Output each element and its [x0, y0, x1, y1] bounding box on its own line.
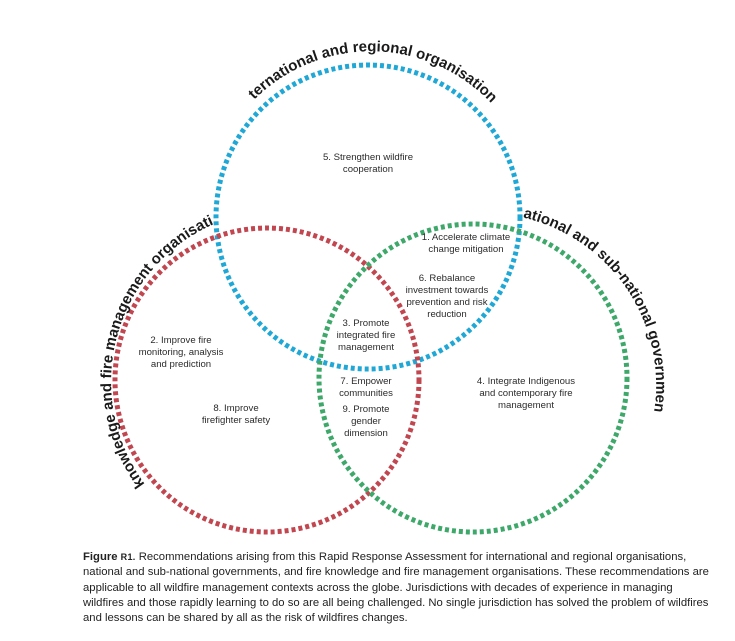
venn-diagram: International and regional organisations…: [0, 0, 669, 535]
caption-text: Recommendations arising from this Rapid …: [83, 551, 709, 625]
international-circle: [213, 62, 523, 372]
international-circle-label: International and regional organisations: [0, 0, 501, 106]
figure-caption: Figure R1. Recommendations arising from …: [83, 550, 715, 626]
fire-circle-label: Fire knowledge and fire management organ…: [0, 0, 216, 495]
national-circle: [316, 221, 630, 535]
national-circle-label: National and sub-national governments: [0, 0, 669, 413]
fire-circle: [112, 225, 422, 535]
figure-label: Figure R1.: [83, 551, 136, 563]
